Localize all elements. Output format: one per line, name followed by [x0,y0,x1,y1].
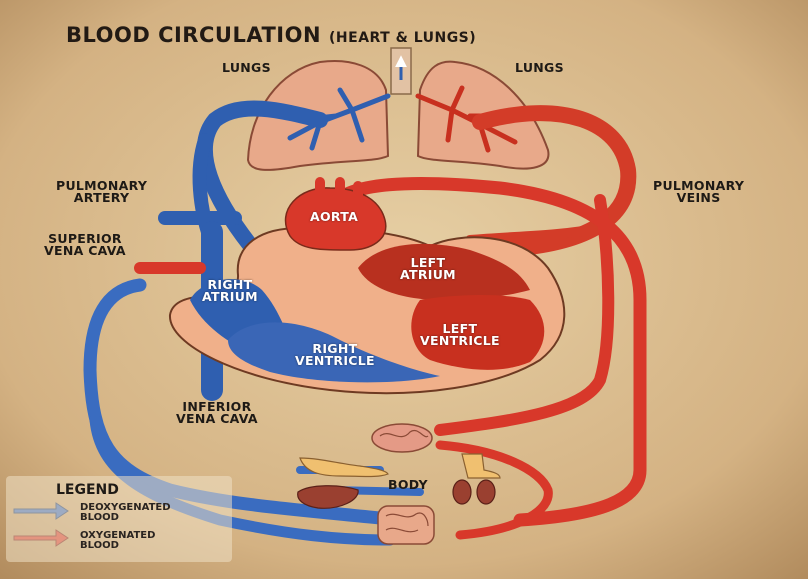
title-sub: (HEART & LUNGS) [329,30,477,46]
label-lungs-right: LUNGS [515,60,564,75]
brain-icon [371,423,433,453]
intestines-icon [377,505,435,545]
liver-icon [297,485,359,509]
label-lungs-left: LUNGS [222,60,271,75]
trachea [390,47,412,95]
diagram-title: BLOOD CIRCULATION (HEART & LUNGS) [66,12,476,50]
leg-icon [461,453,501,479]
heart [168,177,566,395]
label-aorta: AORTA [310,209,359,224]
legend-title: LEGEND [56,482,119,498]
label-body: BODY [388,477,428,492]
arm-icon [299,457,389,478]
kidneys-icon [452,479,496,505]
title-main: BLOOD CIRCULATION [66,23,322,47]
